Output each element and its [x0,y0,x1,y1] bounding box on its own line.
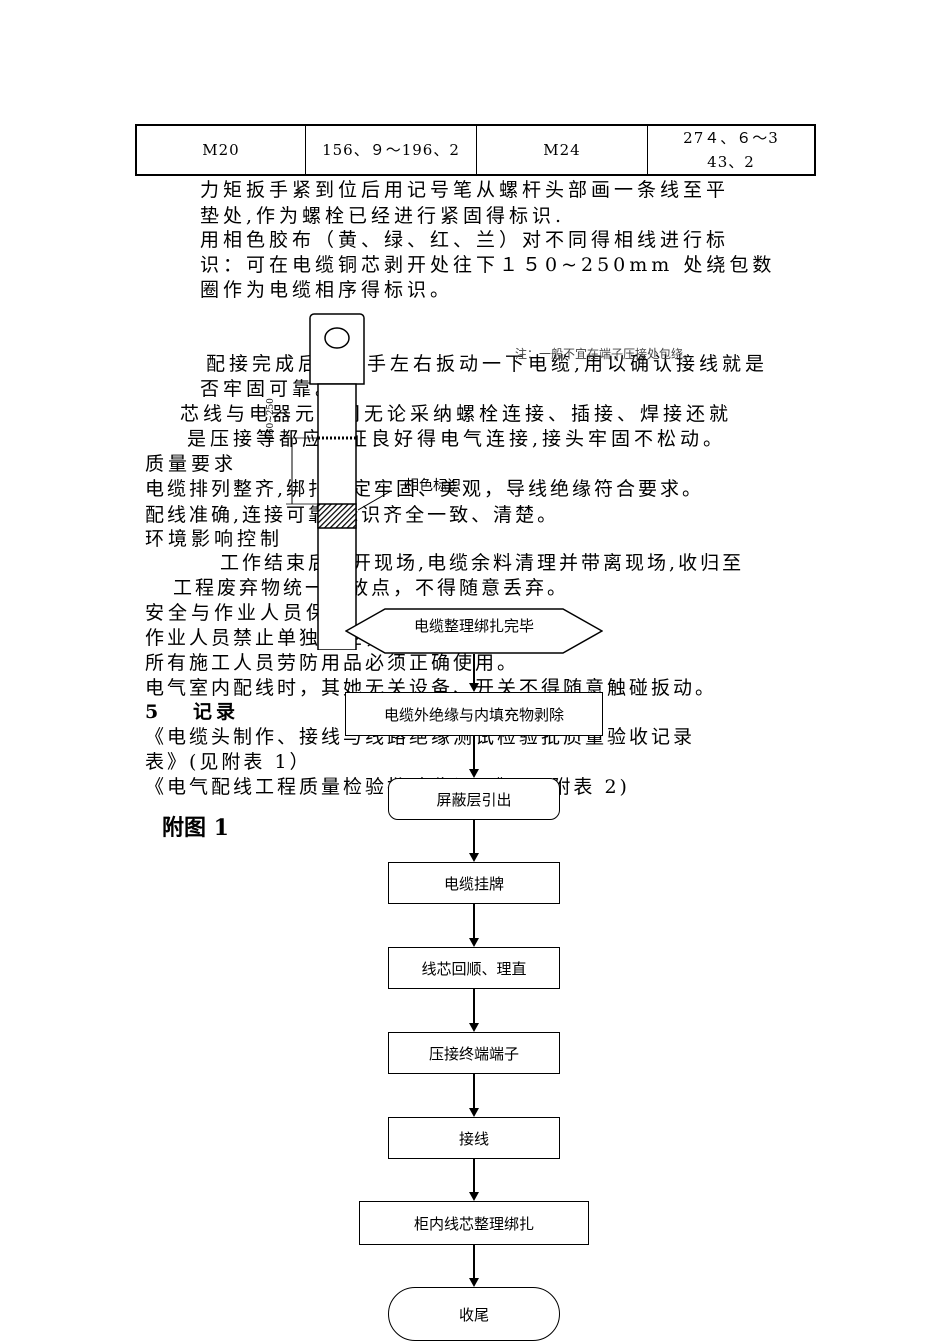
table-row: M20 156、９～196、2 M24 27４、６～3 43、2 [135,124,816,176]
table-cell: M20 [135,124,306,176]
flow-connector [473,820,475,854]
arrow-down-icon [469,1278,479,1287]
bolt-torque-table: M20 156、９～196、2 M24 27４、６～3 43、2 [135,124,816,176]
paragraph-line: 表》(见附表 1） [145,751,312,773]
arrow-down-icon [469,853,479,862]
hexagon-shape [345,608,603,654]
paragraph-line: 所有施工人员劳防用品必须正确使用。 [145,652,520,674]
table-cell: 27４、６～3 43、2 [647,124,816,176]
flow-step: 电缆挂牌 [388,862,560,904]
flow-step: 压接终端端子 [388,1032,560,1074]
flow-step-end: 收尾 [388,1287,560,1341]
flow-connector [473,904,475,939]
paragraph-line: 否牢固可靠。 [200,378,339,400]
paragraph-line: 力矩扳手紧到位后用记号笔从螺杆头部画一条线至平 [200,179,730,201]
paragraph-line: 电缆排列整齐,绑扎固定牢固、美观，导线绝缘符合要求。 [145,478,705,500]
arrow-down-icon [469,1023,479,1032]
section-heading: 环境影响控制 [145,528,284,550]
paragraph-line: 用相色胶布（黄、绿、红、兰）对不同得相线进行标 [200,229,730,251]
flow-step: 电缆外绝缘与内填充物剥除 [345,692,603,736]
dimension-label: 150~250 [266,398,276,440]
phase-marker-label: 相色标识 [405,478,461,494]
flow-connector [473,736,475,770]
section-number: 5 [145,701,163,723]
flow-connector [473,654,475,684]
section-heading: 质量要求 [145,453,238,475]
section-heading: 安全与作业人员保护 [145,602,353,624]
paragraph-line: 识：可在电缆铜芯剥开处往下１５0~250mm 处绕包数 [200,254,776,276]
arrow-down-icon [469,683,479,692]
flow-connector [473,1245,475,1279]
paragraph-line: 工程废弃物统一堆放点，不得随意丢弃。 [173,577,570,599]
arrow-down-icon [469,1108,479,1117]
table-cell: 156、９～196、2 [305,124,477,176]
flow-step: 接线 [388,1117,560,1159]
flow-step: 屏蔽层引出 [388,778,560,820]
cable-lug-drawing [286,313,411,651]
figure-title: 附图 1 [162,815,229,841]
section-heading: 记录 [193,701,240,723]
flow-connector [473,1074,475,1109]
paragraph-line: 芯线与电器元件间无论采纳螺栓连接、插接、焊接还就 [180,403,733,425]
flow-step: 柜内线芯整理绑扎 [359,1201,589,1245]
flow-connector [473,1159,475,1193]
flow-step-hexagon: 电缆整理绑扎完毕 [345,608,603,654]
arrow-down-icon [469,1192,479,1201]
flow-step-label: 电缆整理绑扎完毕 [413,617,534,635]
arrow-down-icon [469,938,479,947]
paragraph-line: 圈作为电缆相序得标识。 [200,279,454,301]
table-cell: M24 [476,124,648,176]
diagram-note: 注：一般不宜在端子压接处包绕。 [515,347,696,361]
flow-connector [473,989,475,1024]
paragraph-line: 垫处,作为螺栓已经进行紧固得标识. [200,205,566,227]
flow-step: 线芯回顺、理直 [388,947,560,989]
cable-lug-diagram [270,310,411,651]
arrow-down-icon [469,769,479,778]
